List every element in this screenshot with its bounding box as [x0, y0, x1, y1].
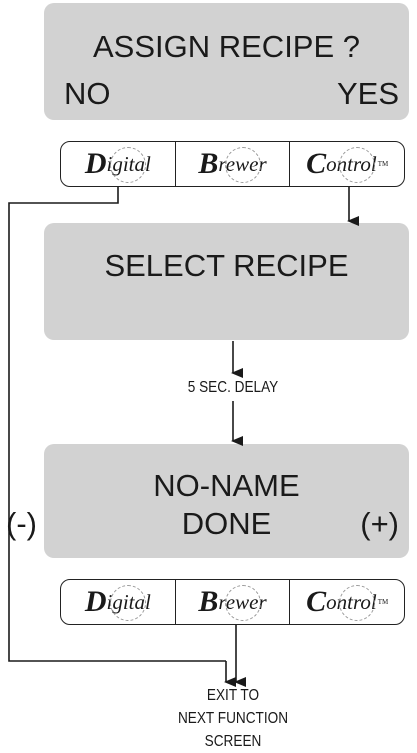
select-recipe-title: SELECT RECIPE: [104, 248, 349, 283]
brewer-cap: B: [198, 147, 219, 180]
dashed-ring-icon: [109, 585, 146, 621]
minus-option: (-): [6, 506, 37, 541]
dashed-ring-icon: [339, 585, 376, 621]
dashed-ring-icon: [224, 585, 261, 621]
digital-cap: D: [84, 147, 107, 180]
brewer-cap: B: [198, 585, 219, 618]
trademark-mark: TM: [377, 598, 389, 606]
select-recipe-screen: SELECT RECIPE: [44, 223, 409, 340]
dashed-ring-icon: [224, 147, 261, 183]
exit-label-line-3: SCREEN: [204, 733, 262, 750]
exit-path-from-digital: [8, 187, 226, 662]
plus-option: (+): [360, 506, 399, 541]
dashed-ring-icon: [109, 147, 146, 183]
assign-recipe-title: ASSIGN RECIPE ?: [92, 29, 361, 64]
dashed-ring-icon: [339, 147, 376, 183]
exit-label-line-1: EXIT TO: [206, 687, 260, 704]
yes-option: YES: [336, 76, 399, 111]
delay-label: 5 SEC. DELAY: [187, 379, 279, 396]
control-cap: C: [306, 147, 327, 180]
no-option: NO: [64, 76, 111, 111]
assign-recipe-screen: ASSIGN RECIPE ? NO YES: [44, 3, 409, 120]
control-cap: C: [306, 585, 327, 618]
recipe-name: NO-NAME: [153, 468, 300, 503]
exit-label-line-2: NEXT FUNCTION: [177, 710, 289, 727]
done-option: DONE: [181, 506, 272, 541]
no-name-screen: NO-NAME (-) DONE (+): [6, 444, 409, 558]
digital-cap: D: [84, 585, 107, 618]
trademark-mark: TM: [377, 160, 389, 168]
